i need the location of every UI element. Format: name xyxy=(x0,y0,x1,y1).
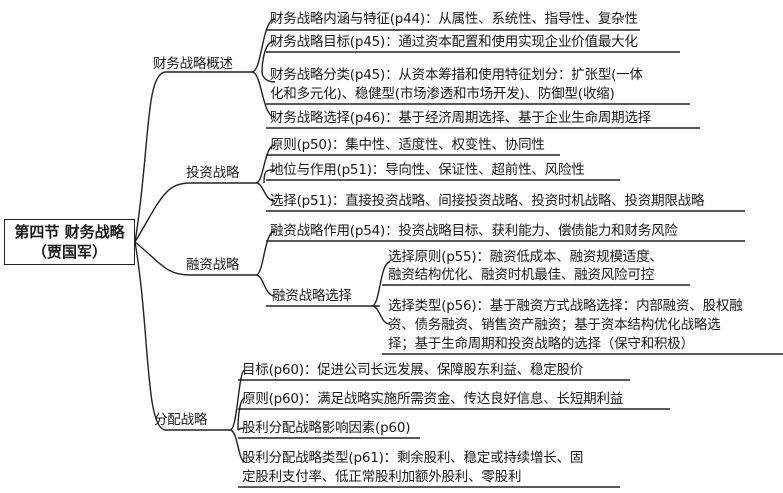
category-overview: 财务战略概述 xyxy=(153,56,233,72)
connector-root-overview xyxy=(134,71,252,243)
category-financing: 融资战略 xyxy=(186,257,240,273)
connector-root-financing xyxy=(134,241,256,276)
distribution-item-principle: 原则(p60)：满足战略实施所需资金、传达良好信息、长短期利益 xyxy=(242,391,624,407)
category-investment: 投资战略 xyxy=(186,165,240,181)
financing-sub-principle-line1: 选择原则(p55)：融资低成本、融资规模适度、 xyxy=(388,249,663,265)
connector-root-investment xyxy=(134,182,256,243)
investment-item-principle: 原则(p50)：集中性、适度性、权变性、协同性 xyxy=(270,137,545,153)
financing-sub-principle-line2: 融资结构优化、融资时机最佳、融资风险可控 xyxy=(388,267,654,283)
distribution-item-factors: 股利分配战略影响因素(p60) xyxy=(242,420,411,436)
financing-sub-type-line2: 资、债务融资、销售资产融资；基于资本结构优化战略选 xyxy=(388,317,721,333)
financing-item-role: 融资战略作用(p54)：投资战略目标、获利能力、偿债能力和财务风险 xyxy=(270,223,678,239)
overview-item-classification-line2: 化和多元化)、稳健型(市场渗透和市场开发)、防御型(收缩) xyxy=(270,86,615,102)
investment-item-choice: 选择(p51)：直接投资战略、间接投资战略、投资时机战略、投资期限战略 xyxy=(270,193,705,209)
investment-item-role: 地位与作用(p51)：导向性、保证性、超前性、风险性 xyxy=(270,162,585,178)
distribution-item-types-line2: 定股利支付率、低正常股利加额外股利、零股利 xyxy=(242,469,522,485)
distribution-item-types-line1: 股利分配战略类型(p61)：剩余股利、稳定或持续增长、固 xyxy=(242,450,584,466)
financing-sub-type-line1: 选择类型(p56)：基于融资方式战略选择：内部融资、股权融 xyxy=(388,298,743,314)
overview-item-goal: 财务战略目标(p45)：通过资本配置和使用实现企业价值最大化 xyxy=(270,34,638,50)
overview-item-connotation: 财务战略内涵与特征(p44)：从属性、系统性、指导性、复杂性 xyxy=(270,11,638,27)
root-title: 第四节 财务战略 xyxy=(14,223,125,241)
overview-item-classification-line1: 财务战略分类(p45)：从资本筹措和使用特征划分：扩张型(一体 xyxy=(270,67,643,83)
financing-sub-type-line3: 择；基于生命周期和投资战略的选择（保守和积极） xyxy=(388,336,694,352)
bracket-financing xyxy=(255,230,276,297)
bracket-financing-choice xyxy=(371,261,391,325)
category-distribution: 分配战略 xyxy=(154,412,208,428)
bracket-overview xyxy=(251,18,276,118)
root-author: （贾国军） xyxy=(31,243,107,261)
financing-item-choice: 融资战略选择 xyxy=(272,288,352,304)
connector-root-distribution xyxy=(134,241,230,431)
root-node: 第四节 财务战略 （贾国军） xyxy=(4,219,135,265)
overview-item-selection: 财务战略选择(p46)：基于经济周期选择、基于企业生命周期选择 xyxy=(270,110,652,126)
bracket-investment xyxy=(255,144,276,202)
distribution-item-goal: 目标(p60)：促进公司长远发展、保障股东利益、稳定股价 xyxy=(242,362,584,378)
